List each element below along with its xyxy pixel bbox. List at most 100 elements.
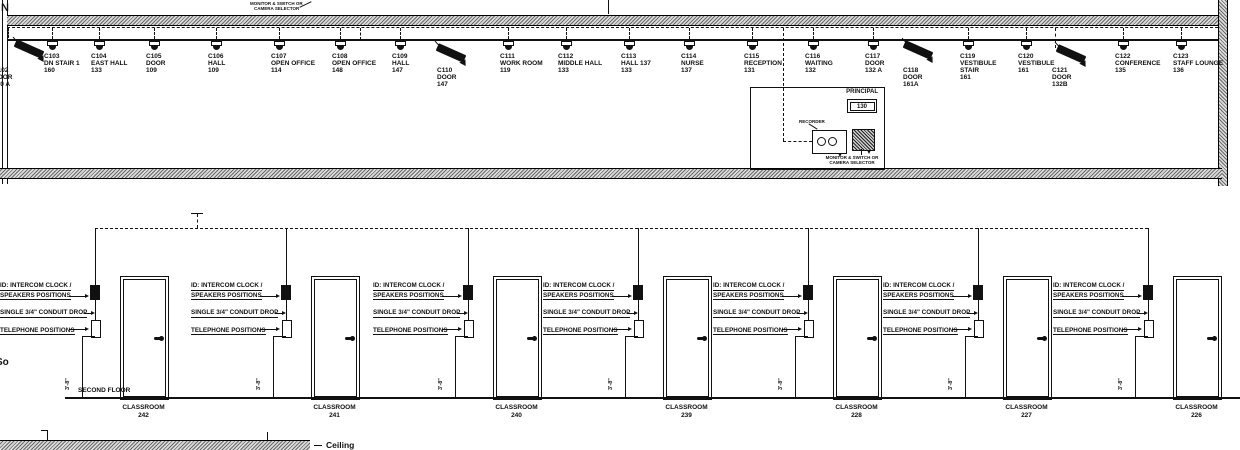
ceiling-hatch-strip bbox=[0, 440, 310, 450]
cable-drop-line bbox=[1055, 28, 1056, 48]
telephone-outlet-device bbox=[803, 320, 814, 338]
callout-telephone: TELEPHONE POSITIONS bbox=[373, 327, 461, 335]
classroom-name: CLASSROOM bbox=[835, 404, 878, 411]
telephone-outlet-device bbox=[1143, 320, 1154, 338]
callout-intercom-line2-text: SPEAKERS POSITIONS bbox=[0, 291, 71, 300]
dome-camera-icon bbox=[274, 41, 285, 51]
camera-label-line: EAST HALL bbox=[91, 60, 128, 67]
camera-label-line: 133 bbox=[558, 67, 569, 74]
wall-step-line bbox=[965, 336, 978, 337]
camera-label-line: 114 bbox=[271, 67, 282, 74]
callout-leader bbox=[952, 329, 969, 330]
callout-intercom-line1-text: ID: INTERCOM CLOCK / bbox=[1053, 282, 1125, 291]
camera-label-line: C120 bbox=[1018, 53, 1034, 60]
callout-intercom-line1: ID: INTERCOM CLOCK / bbox=[883, 282, 971, 291]
dome-camera-icon bbox=[684, 41, 695, 51]
callout-conduit-text: SINGLE 3/4" CONDUIT DROP bbox=[883, 309, 971, 318]
wall-mounting-line bbox=[7, 39, 1218, 41]
ceiling-tick bbox=[267, 432, 268, 440]
dimension-text: 3'-8" bbox=[608, 378, 614, 390]
camera-label-line: WORK ROOM bbox=[500, 60, 543, 67]
cable-drop-line bbox=[1123, 28, 1124, 39]
callout-conduit: SINGLE 3/4" CONDUIT DROP bbox=[191, 309, 279, 318]
telephone-outlet-device bbox=[973, 320, 984, 338]
telephone-outlet-device bbox=[463, 320, 474, 338]
callout-leader bbox=[442, 329, 459, 330]
leader-arrowhead-icon bbox=[464, 310, 468, 315]
camera-label-line: 161 bbox=[1018, 67, 1029, 74]
dome-camera-icon bbox=[1021, 41, 1032, 51]
cable-drop-line bbox=[629, 28, 630, 39]
intercom-speaker-device bbox=[90, 285, 100, 300]
callout-leader bbox=[782, 329, 799, 330]
telephone-outlet-device bbox=[633, 320, 644, 338]
camera-label-line: 109 bbox=[208, 67, 219, 74]
callout-telephone: TELEPHONE POSITIONS bbox=[713, 327, 801, 335]
callout-intercom-line2: SPEAKERS POSITIONS bbox=[543, 292, 631, 300]
bullet-camera-icon bbox=[435, 43, 467, 63]
video-tick-icon bbox=[838, 153, 842, 157]
feed-tick bbox=[191, 213, 203, 214]
dome-camera-icon bbox=[808, 41, 819, 51]
camera-label: C102DOOR160 A bbox=[0, 67, 13, 88]
callout-intercom-line2: SPEAKERS POSITIONS bbox=[0, 291, 88, 300]
leader-arrowhead-icon bbox=[1138, 293, 1142, 298]
callout-intercom-line1-text: ID: INTERCOM CLOCK / bbox=[373, 282, 445, 291]
camera-label-line: DOOR bbox=[903, 74, 923, 81]
callout-intercom-line1-text: ID: INTERCOM CLOCK / bbox=[713, 282, 785, 291]
camera-label-line: RECEPTION bbox=[744, 60, 782, 67]
camera-label-line: C117 bbox=[865, 53, 881, 60]
callout-intercom-line1-text: ID: INTERCOM CLOCK / bbox=[0, 282, 72, 291]
camera-label-line: HALL bbox=[208, 60, 226, 67]
camera-label-line: C123 bbox=[1173, 53, 1189, 60]
callout-intercom-line1: ID: INTERCOM CLOCK / bbox=[713, 282, 801, 291]
dome-camera-icon bbox=[149, 41, 160, 51]
callout-conduit-text: SINGLE 3/4" CONDUIT DROP bbox=[713, 309, 801, 318]
callout-conduit: SINGLE 3/4" CONDUIT DROP bbox=[883, 309, 971, 318]
conduit-drop-line bbox=[286, 228, 287, 338]
feed-riser-dashed-line bbox=[197, 214, 198, 228]
leader-arrowhead-icon bbox=[974, 310, 978, 315]
conduit-run-dashed-line bbox=[95, 228, 1148, 229]
callout-conduit-text: SINGLE 3/4" CONDUIT DROP bbox=[1053, 309, 1141, 318]
door-handle-icon bbox=[345, 336, 355, 341]
leader-arrowhead-icon bbox=[85, 293, 89, 298]
callout-leader bbox=[952, 296, 969, 297]
camera-label-line: C113 bbox=[621, 53, 637, 60]
callout-telephone: TELEPHONE POSITIONS bbox=[0, 326, 88, 335]
partial-left-text: So bbox=[0, 357, 9, 368]
camera-label-line: C108 bbox=[332, 53, 348, 60]
classroom-door bbox=[120, 276, 169, 400]
camera-label-line: C119 bbox=[960, 53, 976, 60]
conduit-drop-line bbox=[978, 228, 979, 338]
classroom-number: 226 bbox=[1191, 412, 1202, 419]
callout-telephone-text: TELEPHONE POSITIONS bbox=[0, 326, 75, 335]
cable-drop-line bbox=[813, 28, 814, 39]
bullet-camera-icon bbox=[13, 39, 45, 59]
leader-arrowhead-icon bbox=[1144, 310, 1148, 315]
leader-arrowhead-icon bbox=[458, 293, 462, 298]
monitor-label-line1: MONITOR & SWITCH OR bbox=[825, 155, 879, 160]
ceiling-label: Ceiling bbox=[326, 440, 355, 450]
ceiling-leader-dash bbox=[314, 445, 322, 446]
callout-telephone-text: TELEPHONE POSITIONS bbox=[1053, 326, 1128, 335]
callout-intercom-line2-text: SPEAKERS POSITIONS bbox=[713, 291, 784, 300]
classroom-name: CLASSROOM bbox=[1005, 404, 1048, 411]
door-handle-icon bbox=[527, 336, 537, 341]
conduit-drop-line bbox=[638, 228, 639, 338]
wall-step-line bbox=[625, 336, 638, 337]
callout-leader bbox=[1122, 329, 1139, 330]
ceiling-tick bbox=[47, 430, 48, 440]
dimension-text: 3'-8" bbox=[65, 378, 71, 390]
telephone-outlet-device bbox=[281, 320, 292, 338]
callout-leader bbox=[967, 313, 975, 314]
dome-camera-icon bbox=[561, 41, 572, 51]
